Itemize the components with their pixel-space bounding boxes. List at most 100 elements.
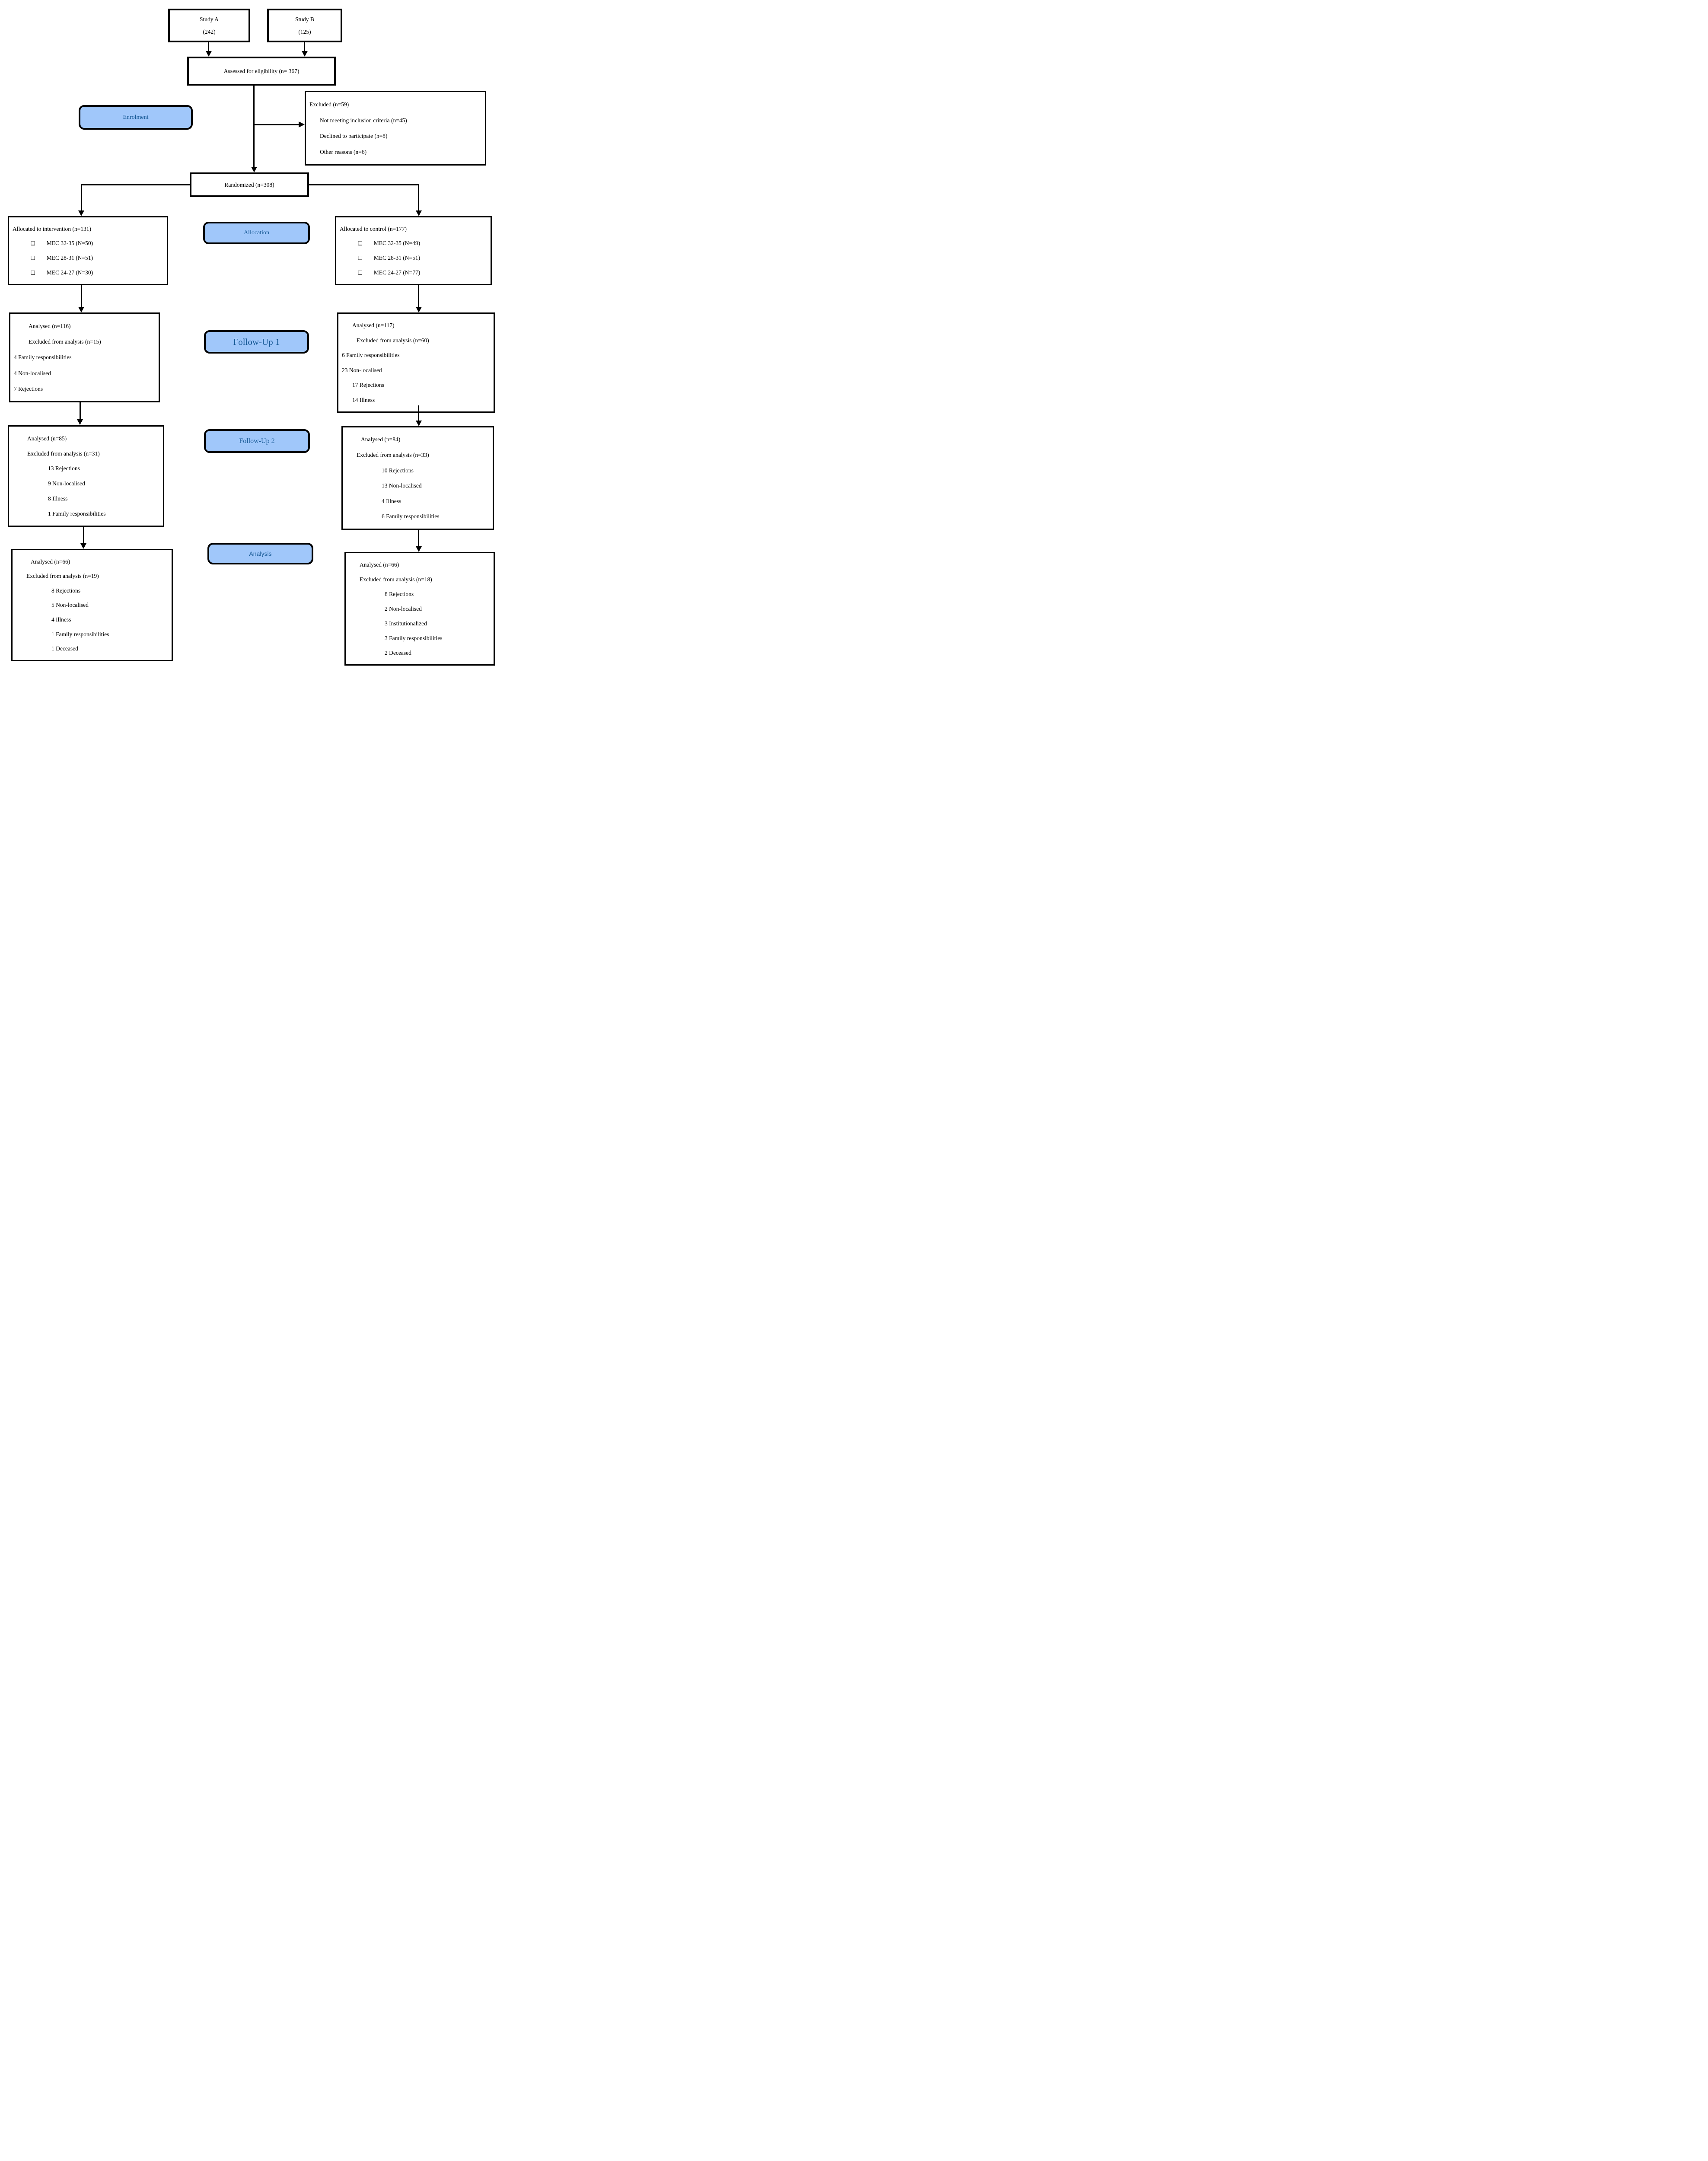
text-line: 4 Non-localised — [14, 370, 51, 376]
box-followup2-intervention: Analysed (n=85) Excluded from analysis (n… — [8, 425, 164, 527]
text-line: Excluded (n=59) — [309, 101, 349, 108]
bullet-item-label: MEC 28-31 (N=51) — [373, 255, 421, 261]
box-study-b: Study B (125) — [267, 9, 342, 42]
text-line: 4 Illness — [51, 616, 71, 623]
checkbox-bullet-icon: ❑ — [358, 240, 363, 247]
box-analysis-intervention: Analysed (n=66) Excluded from analysis (n… — [11, 549, 173, 661]
arrow-randomized-left-head-icon — [78, 210, 84, 216]
text-line: Allocated to control (n=177) — [340, 225, 407, 232]
arrow-alloc-fu1-left-head-icon — [78, 307, 84, 312]
text-line: 17 Rejections — [352, 382, 384, 389]
text-line: Excluded from analysis (n=31) — [27, 450, 100, 457]
checkbox-bullet-icon: ❑ — [31, 240, 35, 247]
text-line: Analysed (n=116) — [29, 323, 71, 330]
checkbox-bullet-icon: ❑ — [358, 270, 363, 276]
text-line: 14 Illness — [352, 396, 375, 403]
text-line: 1 Deceased — [51, 645, 78, 652]
text-line: 3 Institutionalized — [385, 620, 427, 627]
text-line: Excluded from analysis (n=33) — [357, 452, 429, 459]
arrow-randomized-right-vline — [418, 184, 419, 210]
text-line: Excluded from analysis (n=60) — [357, 337, 429, 344]
text-line: Allocated to intervention (n=131) — [13, 225, 91, 232]
text-line: 2 Deceased — [385, 649, 411, 656]
bullet-item-label: MEC 32-35 (N=50) — [46, 240, 93, 247]
text-line: 13 Non-localised — [382, 482, 422, 489]
stage-label-followup2: Follow-Up 2 — [204, 429, 310, 453]
text-line: 1 Family responsibilities — [48, 510, 106, 517]
text-line: 4 Family responsibilities — [14, 354, 72, 361]
text-line: Other reasons (n=6) — [320, 148, 367, 155]
text-line: 9 Non-localised — [48, 480, 85, 487]
text-line: Analysed (n=117) — [352, 322, 395, 329]
arrow-randomized-right-head-icon — [416, 210, 422, 216]
box-allocated-control: Allocated to control (n=177) ❑ MEC 32-35 (… — [335, 216, 492, 285]
box-study-a: Study A (242) — [168, 9, 250, 42]
arrow-fu2-analysis-right-head-icon — [416, 546, 422, 552]
text-line: 23 Non-localised — [342, 367, 382, 373]
arrow-randomized-right-hline — [309, 184, 419, 185]
stage-label-allocation: Allocation — [203, 222, 310, 244]
arrow-studyb-assessed-head-icon — [302, 51, 308, 57]
text-line: 2 Non-localised — [385, 605, 422, 612]
text-line: ❑ MEC 24-27 (N=77) — [336, 269, 491, 276]
text-line: Assessed for eligibility (n= 367) — [223, 67, 300, 74]
stage-label-followup1-text: Follow-Up 1 — [233, 336, 280, 347]
box-excluded: Excluded (n=59)Not meeting inclusion cri… — [305, 91, 486, 166]
stage-label-enrolment-text: Enrolment — [123, 114, 149, 121]
box-allocated-intervention: Allocated to intervention (n=131) ❑ MEC 32… — [8, 216, 168, 285]
stage-label-allocation-text: Allocation — [243, 229, 270, 236]
arrow-fu1-fu2-right-line — [418, 405, 419, 421]
box-analysis-control: Analysed (n=66)Excluded from analysis (n… — [344, 552, 495, 666]
stage-label-followup2-text: Follow-Up 2 — [239, 437, 275, 445]
checkbox-bullet-icon: ❑ — [31, 270, 35, 276]
text-line: (242) — [203, 28, 216, 35]
bullet-item-label: MEC 32-35 (N=49) — [373, 240, 421, 247]
text-line: Declined to participate (n=8) — [320, 133, 388, 140]
text-line: 3 Family responsibilities — [385, 634, 443, 641]
text-line: 10 Rejections — [382, 467, 414, 474]
text-line: ❑MEC 28-31 (N=51) — [336, 255, 491, 261]
stage-label-analysis: Analysis — [207, 543, 313, 564]
text-line: Analysed (n=85) — [27, 435, 67, 442]
text-line: ❑MEC 28-31 (N=51) — [9, 255, 167, 261]
text-line: Study B — [295, 16, 314, 23]
text-line: Excluded from analysis (n=15) — [29, 338, 101, 345]
bullet-item-label: MEC 24-27 (N=30) — [46, 269, 93, 276]
text-line: ❑ MEC 32-35 (N=50) — [9, 240, 167, 246]
text-line: Excluded from analysis (n=19) — [26, 573, 99, 580]
arrow-randomized-left-vline — [81, 184, 82, 210]
text-line: 7 Rejections — [14, 385, 43, 392]
text-line: Study A — [200, 16, 219, 23]
text-line: 8 Illness — [48, 495, 68, 502]
box-followup1-intervention: Analysed (n=116) Excluded from analysis (… — [9, 312, 160, 402]
box-followup2-control: Analysed (n=84) Excluded from analysis (n… — [341, 426, 494, 530]
arrow-fu2-analysis-left-head-icon — [80, 543, 86, 549]
arrow-studya-assessed-head-icon — [206, 51, 212, 57]
text-line: 4 Illness — [382, 497, 402, 504]
arrow-fu2-analysis-left-line — [83, 527, 84, 543]
stage-label-analysis-text: Analysis — [249, 550, 272, 557]
arrow-fu1-fu2-right-head-icon — [416, 421, 422, 426]
arrow-branch-excluded-line — [254, 124, 299, 125]
text-line: 5 Non-localised — [51, 602, 89, 609]
text-line: Analysed (n=66) — [31, 558, 70, 565]
text-line: Analysed (n=66) — [360, 561, 399, 568]
arrow-randomized-left-hline — [81, 184, 190, 185]
box-randomized: Randomized (n=308) — [190, 172, 309, 197]
arrow-fu1-fu2-left-line — [80, 402, 81, 420]
bullet-item-label: MEC 24-27 (N=77) — [373, 269, 421, 276]
stage-label-enrolment: Enrolment — [79, 105, 193, 130]
text-line: ❑ MEC 32-35 (N=49) — [336, 240, 491, 246]
stage-label-followup1: Follow-Up 1 — [204, 330, 309, 354]
text-line: Analysed (n=84) — [361, 436, 401, 443]
text-line: Randomized (n=308) — [224, 181, 274, 188]
checkbox-bullet-icon: ❑ — [31, 255, 35, 261]
arrow-alloc-fu1-right-head-icon — [416, 307, 422, 312]
arrow-studya-assessed-line — [208, 42, 209, 51]
arrow-alloc-fu1-right-line — [418, 285, 419, 307]
text-line: (125) — [298, 28, 311, 35]
arrow-assessed-randomized-head-icon — [251, 167, 257, 172]
text-line: 6 Family responsibilities — [342, 352, 400, 359]
text-line: 6 Family responsibilities — [382, 513, 440, 520]
arrow-assessed-randomized-line — [253, 86, 255, 167]
